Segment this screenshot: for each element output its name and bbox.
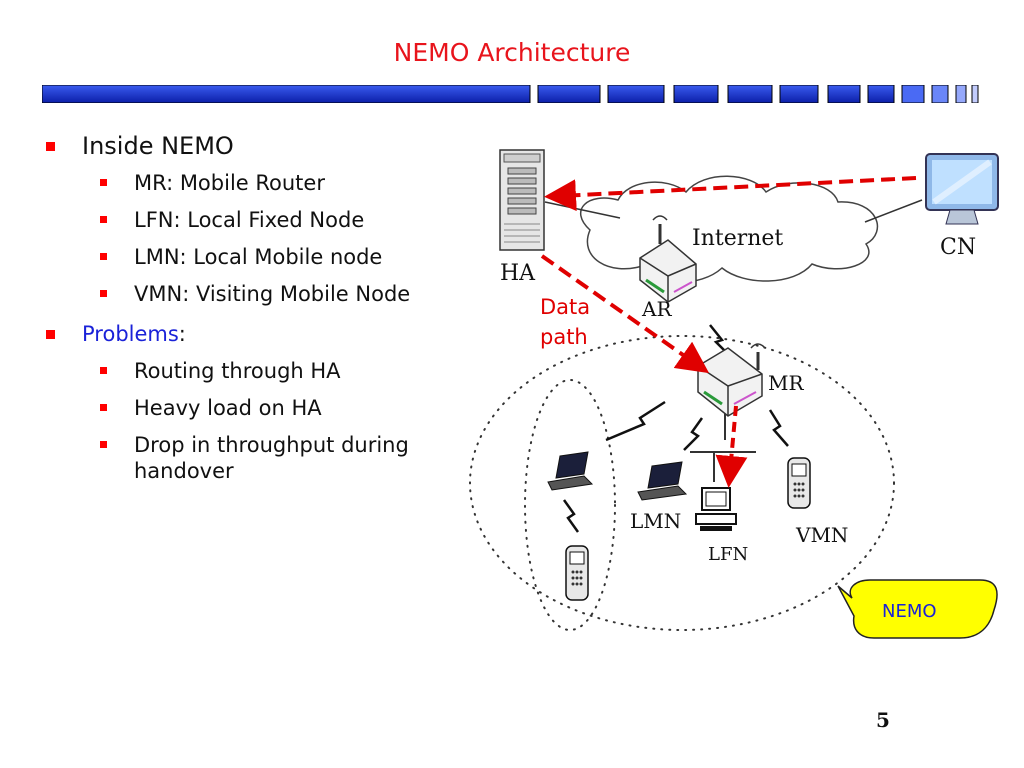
- page-number: 5: [876, 708, 890, 732]
- cn-ha-data-path: [544, 176, 917, 212]
- mr-router-icon: [697, 343, 766, 417]
- lfn-desktop-icon: [695, 487, 737, 531]
- mr-lmn-wireless-icon: [683, 417, 704, 451]
- problems-colon: :: [178, 322, 186, 346]
- bullet-routing: Routing through HA: [42, 358, 482, 384]
- bullet-problems: Problems:: [42, 318, 482, 358]
- laptop-phone-wireless-icon: [562, 499, 580, 533]
- data-path-label-line1: Data: [540, 295, 590, 319]
- bullet-inside-nemo: Inside NEMO: [42, 130, 482, 170]
- internet-label: Internet: [692, 226, 783, 251]
- nemo-network-diagram: Internet HA CN AR: [469, 149, 999, 639]
- ha-mr-data-path: [540, 254, 710, 374]
- laptop-icon: [547, 451, 594, 491]
- ar-label: AR: [641, 297, 672, 321]
- bullet-mr: MR: Mobile Router: [42, 170, 482, 196]
- mr-lfn-data-path: [715, 405, 748, 488]
- lfn-label: LFN: [708, 544, 748, 565]
- problems-label: Problems: [82, 322, 179, 346]
- internet-cn-link: [864, 199, 923, 223]
- bullet-throughput: Drop in throughput during handover: [42, 432, 464, 484]
- lmn-laptop-icon: [637, 461, 688, 501]
- bullet-heavy-load: Heavy load on HA: [42, 395, 482, 421]
- bullet-lfn: LFN: Local Fixed Node: [42, 207, 482, 233]
- cn-label: CN: [940, 235, 976, 260]
- bullet-lmn: LMN: Local Mobile node: [42, 244, 482, 270]
- ar-router-icon: [639, 215, 697, 303]
- nemo-callout-label: NEMO: [882, 601, 937, 622]
- vmn-label: VMN: [795, 523, 848, 547]
- mr-label: MR: [768, 371, 804, 395]
- lmn-label: LMN: [630, 509, 681, 533]
- mr-vmn-wireless-icon: [768, 409, 789, 447]
- title-underline-bar: [42, 85, 979, 103]
- cn-computer-icon: [925, 153, 999, 225]
- slide-title: NEMO Architecture: [393, 38, 631, 67]
- data-path-label-line2: path: [540, 325, 588, 349]
- vmn-phone-icon: [787, 457, 811, 509]
- ha-server-icon: [499, 149, 545, 251]
- ha-label: HA: [500, 261, 536, 286]
- bullet-list: Inside NEMO MR: Mobile Router LFN: Local…: [42, 130, 482, 495]
- lmn-group-boundary: [524, 379, 616, 631]
- mr-laptop1-wireless-icon: [605, 400, 666, 442]
- lmn-phone-icon: [565, 545, 589, 601]
- bullet-vmn: VMN: Visiting Mobile Node: [42, 281, 482, 307]
- nemo-boundary: [469, 335, 895, 631]
- nemo-callout: [837, 579, 998, 639]
